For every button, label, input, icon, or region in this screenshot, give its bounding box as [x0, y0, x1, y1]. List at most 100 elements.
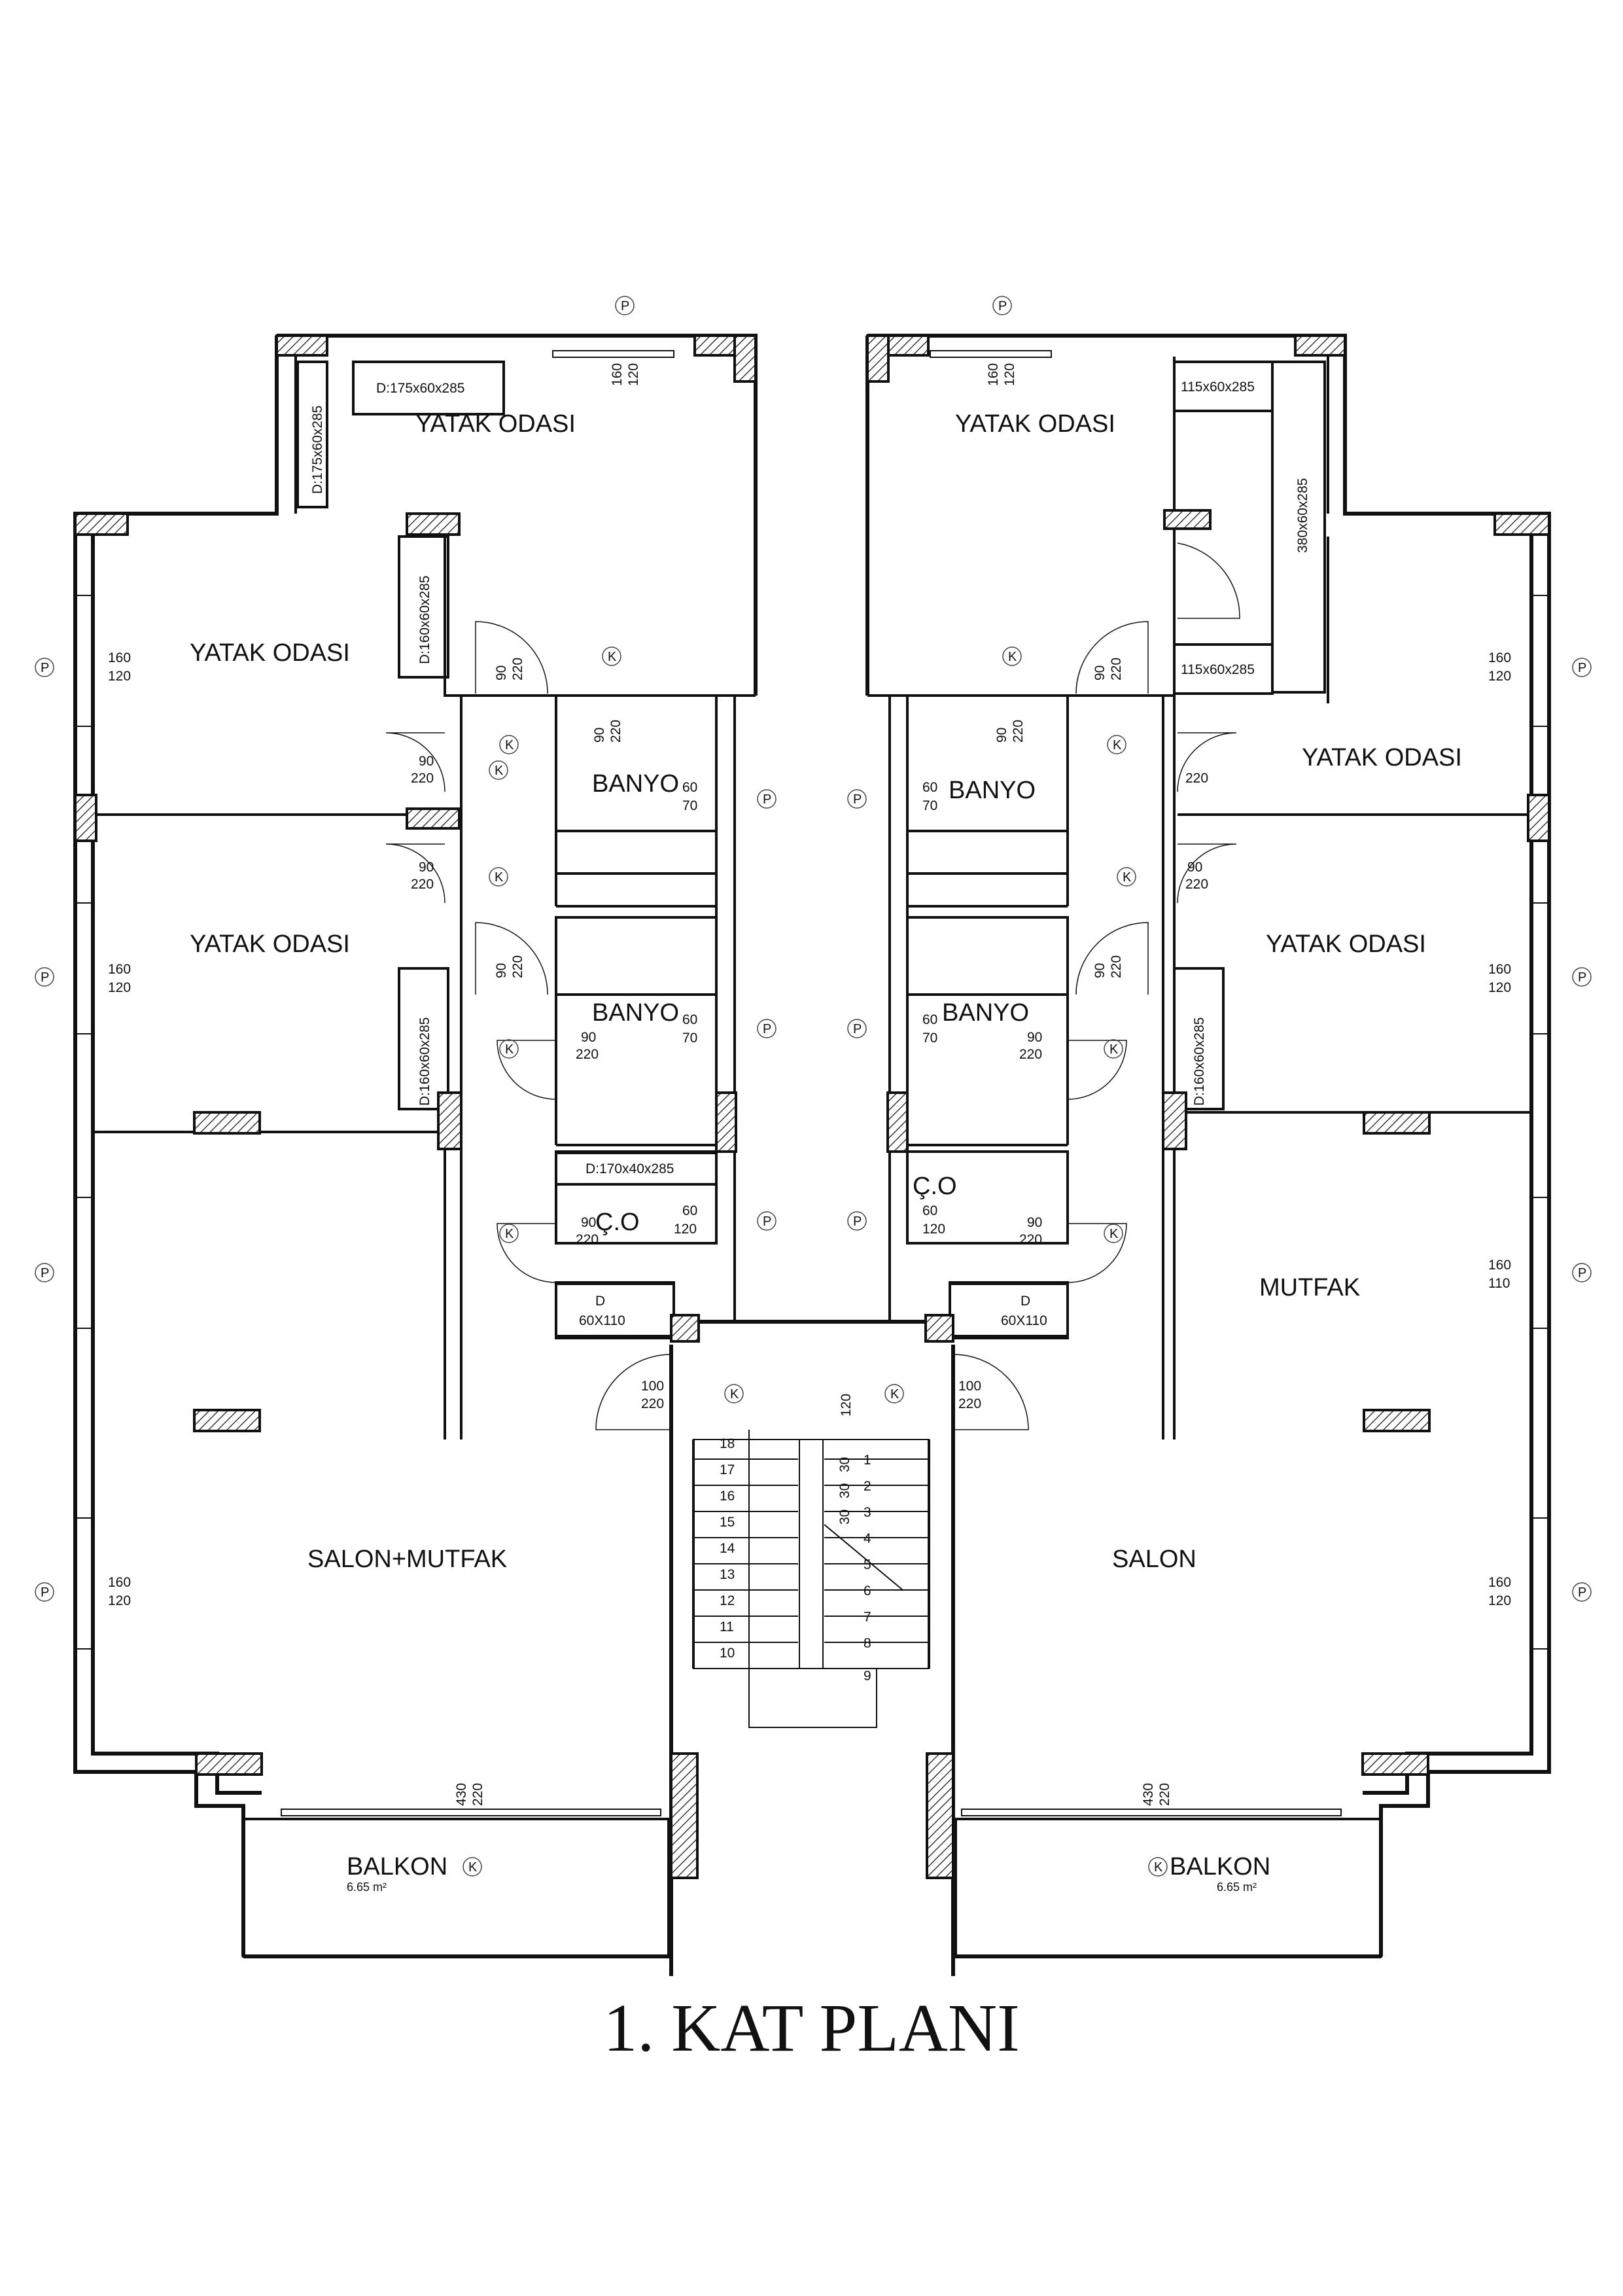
window-symbol-letter: P	[621, 299, 629, 313]
cabinet-label: 60X110	[579, 1313, 625, 1328]
dim-width: 60	[682, 1012, 697, 1027]
dim-height: 220	[1109, 658, 1124, 680]
structural-columns	[74, 334, 1550, 1879]
stair-step-number: 17	[720, 1462, 735, 1477]
stair-step-number: 7	[864, 1610, 871, 1625]
stair-step-number: 3	[864, 1505, 871, 1520]
cabinet-label: D:175x60x285	[376, 381, 464, 396]
cabinet-label: 115x60x285	[1181, 662, 1255, 677]
dim-height: 120	[1488, 980, 1511, 995]
windows	[75, 350, 1550, 1816]
door-symbol-letter: K	[1123, 870, 1132, 885]
cabinet-label: D:160x60x285	[1192, 1017, 1207, 1106]
cabinet-label: 380x60x285	[1295, 478, 1310, 553]
dim-height: 70	[682, 1031, 697, 1046]
dim-width: 160	[1488, 1258, 1511, 1273]
door-symbol-letter: K	[505, 1227, 514, 1241]
door-symbol-letter: K	[1113, 738, 1122, 752]
right-balcony-area: 6.65 m²	[1217, 1881, 1257, 1894]
window-symbol-letter: P	[853, 1022, 862, 1036]
dim-height: 120	[1488, 1593, 1511, 1608]
stair-step-number: 13	[720, 1567, 735, 1582]
dim-height: 220	[470, 1783, 485, 1806]
dim-width: 90	[581, 1215, 596, 1230]
window-dimensions: 160 120 160 120 160 120 160 120 160 120 …	[108, 363, 1511, 1806]
dim-width: 160	[1488, 1575, 1511, 1590]
dim-width: 90	[1187, 860, 1202, 875]
stair-step-number: 10	[720, 1646, 735, 1661]
dim-width: 160	[108, 962, 131, 977]
dim-height: 120	[626, 363, 641, 386]
drawing-title: 1. KAT PLANI	[603, 1990, 1020, 2066]
window-symbol-letter: P	[41, 1585, 49, 1600]
cabinet-label: D:175x60x285	[310, 406, 325, 494]
stair-step-number: 4	[864, 1531, 871, 1546]
dim-width: 160	[610, 363, 625, 386]
room-label-left-top-bedroom: YATAK ODASI	[415, 410, 576, 438]
window-symbols	[35, 296, 1592, 1602]
window-symbol-letter: P	[853, 1214, 862, 1229]
dim-height: 220	[576, 1232, 599, 1247]
dim-width: 90	[494, 665, 509, 680]
door-symbol-letter: K	[495, 764, 504, 778]
door-dimensions: 90 220 90 220 90 220 90 220 90 220 90 22…	[411, 658, 1208, 1525]
window-symbol-letter: P	[763, 792, 771, 807]
dim-width: 90	[1027, 1030, 1042, 1045]
dim-width: 90	[994, 728, 1009, 743]
room-label-right-bath-upper: BANYO	[949, 777, 1036, 804]
room-label-right-living: SALON	[1112, 1545, 1196, 1573]
dim-height: 220	[1019, 1232, 1042, 1247]
stair-step-number: 9	[864, 1669, 871, 1684]
room-label-right-balcony: BALKON	[1170, 1853, 1270, 1881]
stair-step-number: 2	[864, 1479, 871, 1494]
room-label-right-wc: Ç.O	[913, 1173, 957, 1200]
dim-height: 120	[108, 980, 131, 995]
window-symbol-letter: P	[763, 1214, 771, 1229]
dim-height: 120	[108, 669, 131, 684]
door-symbol-letter: K	[495, 870, 504, 885]
dim-height: 220	[411, 877, 434, 892]
cabinet-label: 60X110	[1001, 1313, 1047, 1328]
dim-width: 90	[581, 1030, 596, 1045]
stair-step-number: 11	[720, 1619, 734, 1634]
dim-width: 90	[1027, 1215, 1042, 1230]
dim-height: 220	[1011, 720, 1026, 743]
door-symbol-letter: K	[1109, 1042, 1119, 1057]
dim-width: 90	[1092, 963, 1108, 978]
stair-step-number: 5	[864, 1557, 871, 1572]
dim-landing: 30	[837, 1483, 852, 1498]
dim-height: 70	[922, 798, 937, 813]
window-symbol-letter: P	[1578, 1585, 1586, 1600]
dim-height: 220	[510, 658, 525, 680]
room-label-left-lower-bedroom: YATAK ODASI	[190, 930, 350, 958]
room-label-left-bath-lower: BANYO	[592, 999, 679, 1027]
door-symbol-letter: K	[505, 738, 514, 752]
dim-stair-gap: 120	[839, 1394, 854, 1417]
cabinet-label: D:160x60x285	[417, 1017, 432, 1106]
dim-height: 220	[510, 955, 525, 978]
cabinet-label: D:170x40x285	[585, 1161, 674, 1176]
dim-height: 220	[641, 1396, 664, 1411]
window-symbol-letter: P	[41, 1266, 49, 1280]
dim-width: 60	[682, 780, 697, 795]
door-symbol-letter: K	[1154, 1860, 1163, 1875]
room-label-right-bath-lower: BANYO	[942, 999, 1029, 1027]
dim-height: 220	[958, 1396, 981, 1411]
door-symbols	[462, 646, 1168, 1877]
door-symbol-letter: K	[1008, 650, 1017, 664]
room-label-right-upper-bedroom: YATAK ODASI	[1302, 744, 1462, 771]
door-swings	[385, 542, 1240, 1430]
interior-walls	[93, 353, 1531, 1958]
dim-width: 60	[682, 1203, 697, 1218]
stair-step-number: 18	[720, 1436, 735, 1451]
dim-width: 90	[592, 728, 607, 743]
door-symbol-letter: K	[1109, 1227, 1119, 1241]
dim-width: 160	[1488, 650, 1511, 665]
dim-width: 60	[922, 1012, 937, 1027]
dim-width: 100	[958, 1379, 981, 1394]
room-label-left-bath-upper: BANYO	[592, 770, 679, 798]
dim-height: 220	[1185, 877, 1208, 892]
dim-height: 220	[608, 720, 623, 743]
door-symbol-letter: K	[505, 1042, 514, 1057]
door-symbol-letter: K	[608, 650, 617, 664]
